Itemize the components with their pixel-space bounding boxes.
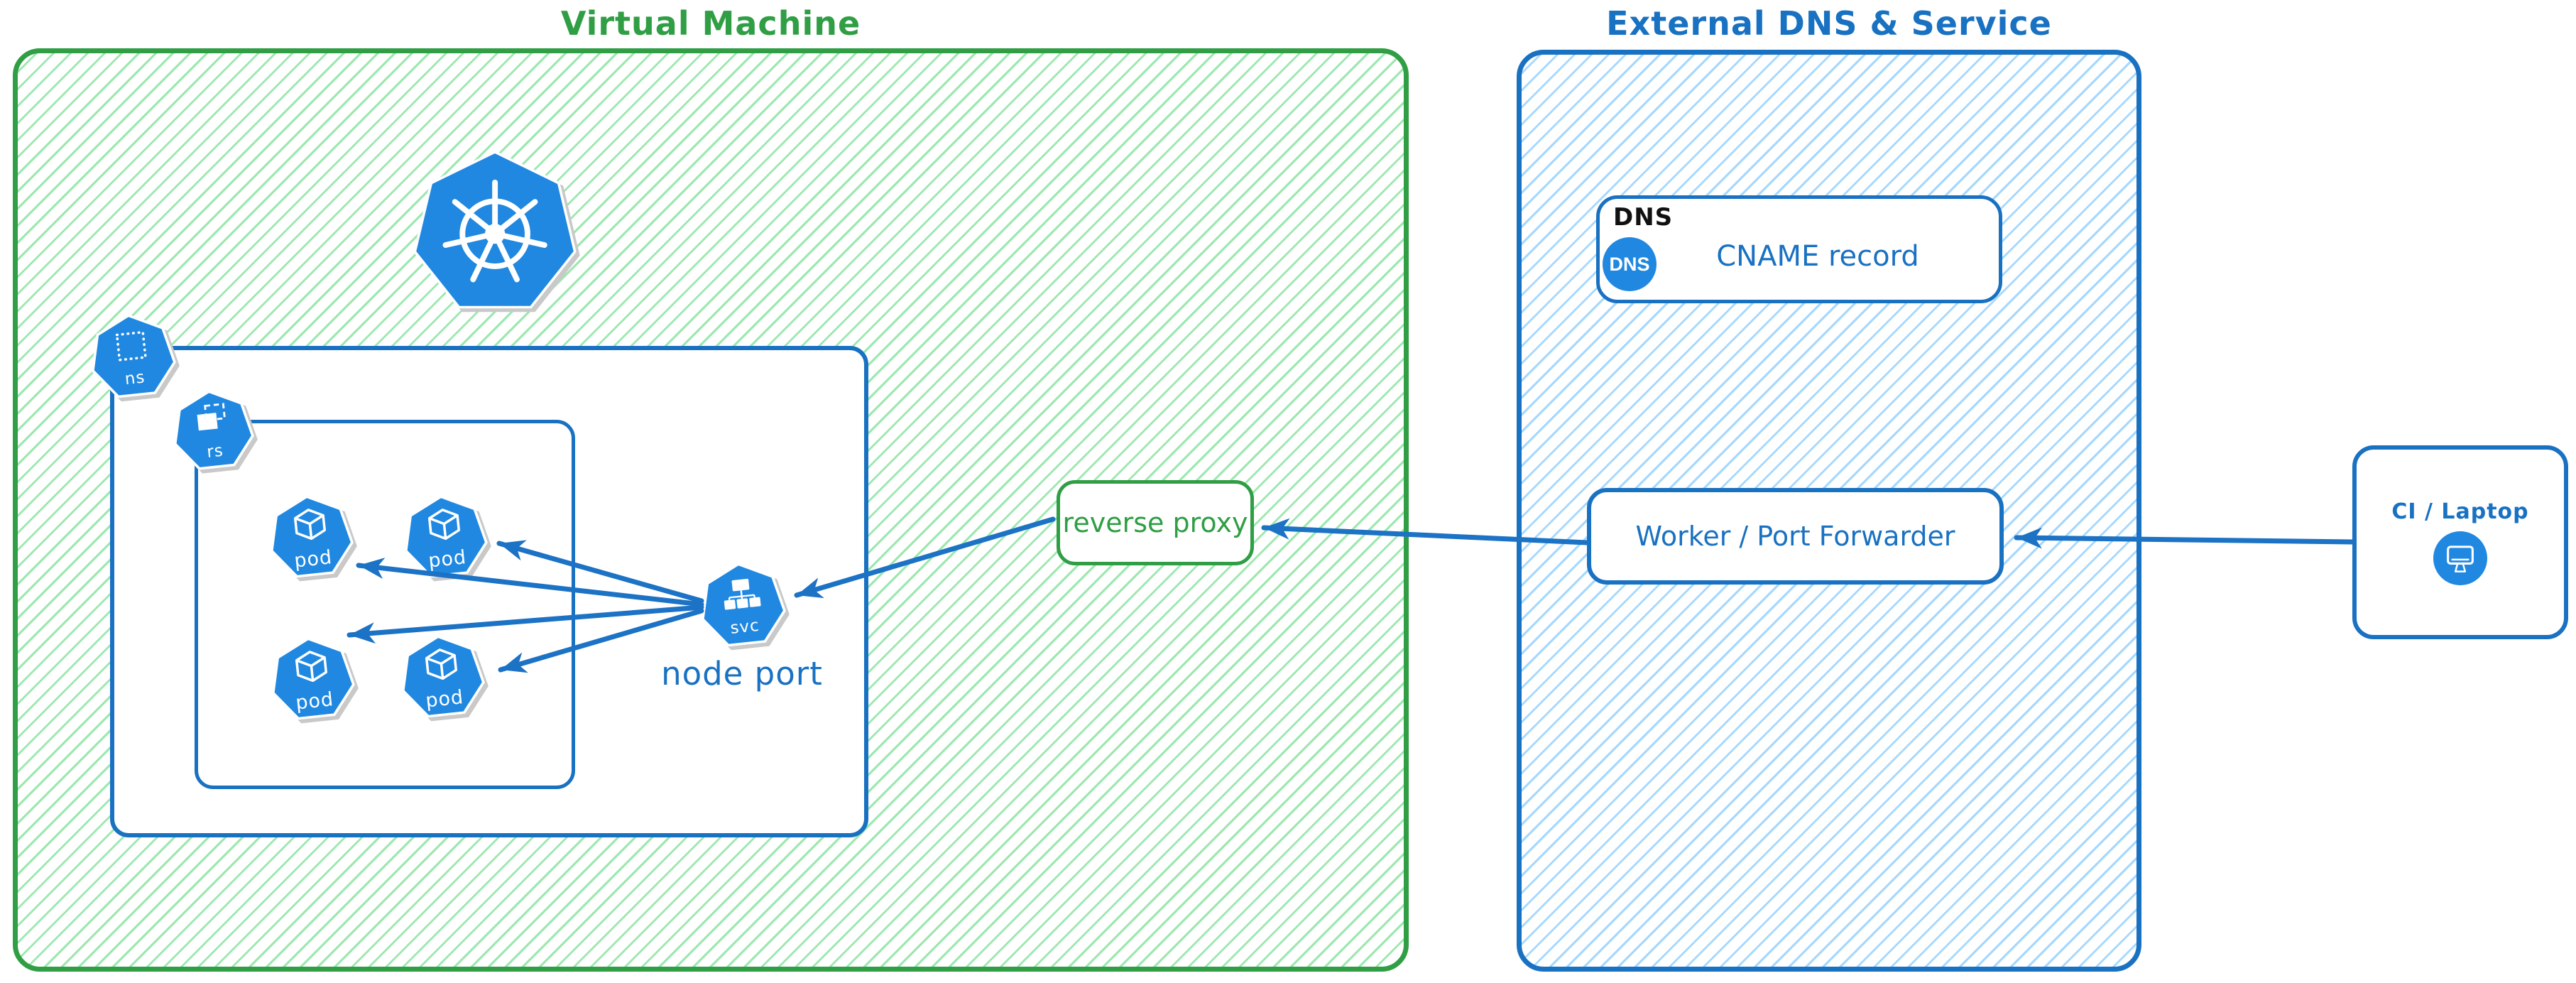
external-dns-title: External DNS & Service xyxy=(1606,4,2052,43)
dotted-square-icon xyxy=(107,325,158,372)
ci-laptop-box: CI / Laptop xyxy=(2352,445,2568,639)
kubernetes-logo xyxy=(412,151,578,317)
ci-laptop-label: CI / Laptop xyxy=(2391,499,2529,524)
pod-icon-2: pod xyxy=(403,495,488,580)
cname-record-label: CNAME record xyxy=(1716,240,1919,273)
vm-title: Virtual Machine xyxy=(560,4,861,43)
pod-icon-3: pod xyxy=(270,637,355,722)
cube-icon xyxy=(416,644,466,690)
monitor-icon xyxy=(2433,531,2487,585)
cube-icon xyxy=(285,504,335,550)
worker-port-forwarder-box: Worker / Port Forwarder xyxy=(1587,488,2004,585)
cube-icon xyxy=(286,646,337,693)
worker-port-forwarder-label: Worker / Port Forwarder xyxy=(1635,521,1955,552)
pod-label: pod xyxy=(294,688,335,715)
kubernetes-helm-wheel-icon xyxy=(442,179,547,283)
service-icon-label: svc xyxy=(729,616,761,639)
namespace-icon-label: ns xyxy=(124,368,146,389)
service-icon: svc xyxy=(699,563,786,649)
pod-label: pod xyxy=(427,545,468,572)
dns-badge-icon: DNS xyxy=(1603,237,1657,291)
reverse-proxy-box: reverse proxy xyxy=(1057,480,1254,565)
cube-icon xyxy=(419,504,469,550)
reverse-proxy-label: reverse proxy xyxy=(1062,507,1248,538)
service-tree-icon xyxy=(716,574,768,621)
dns-badge-label: DNS xyxy=(1609,253,1650,275)
replicaset-icon-label: rs xyxy=(205,441,225,462)
pod-label: pod xyxy=(424,685,465,712)
replicaset-stacked-rects-icon xyxy=(188,400,236,444)
replicaset-icon: rs xyxy=(172,390,254,472)
pod-icon-4: pod xyxy=(400,635,485,720)
dns-card-header: DNS xyxy=(1613,203,1674,232)
pod-icon-1: pod xyxy=(268,495,354,580)
dns-card xyxy=(1596,195,2002,303)
pod-label: pod xyxy=(293,545,334,572)
namespace-icon: ns xyxy=(89,314,176,401)
replicaset-box xyxy=(195,420,575,789)
node-port-caption: node port xyxy=(661,655,823,693)
